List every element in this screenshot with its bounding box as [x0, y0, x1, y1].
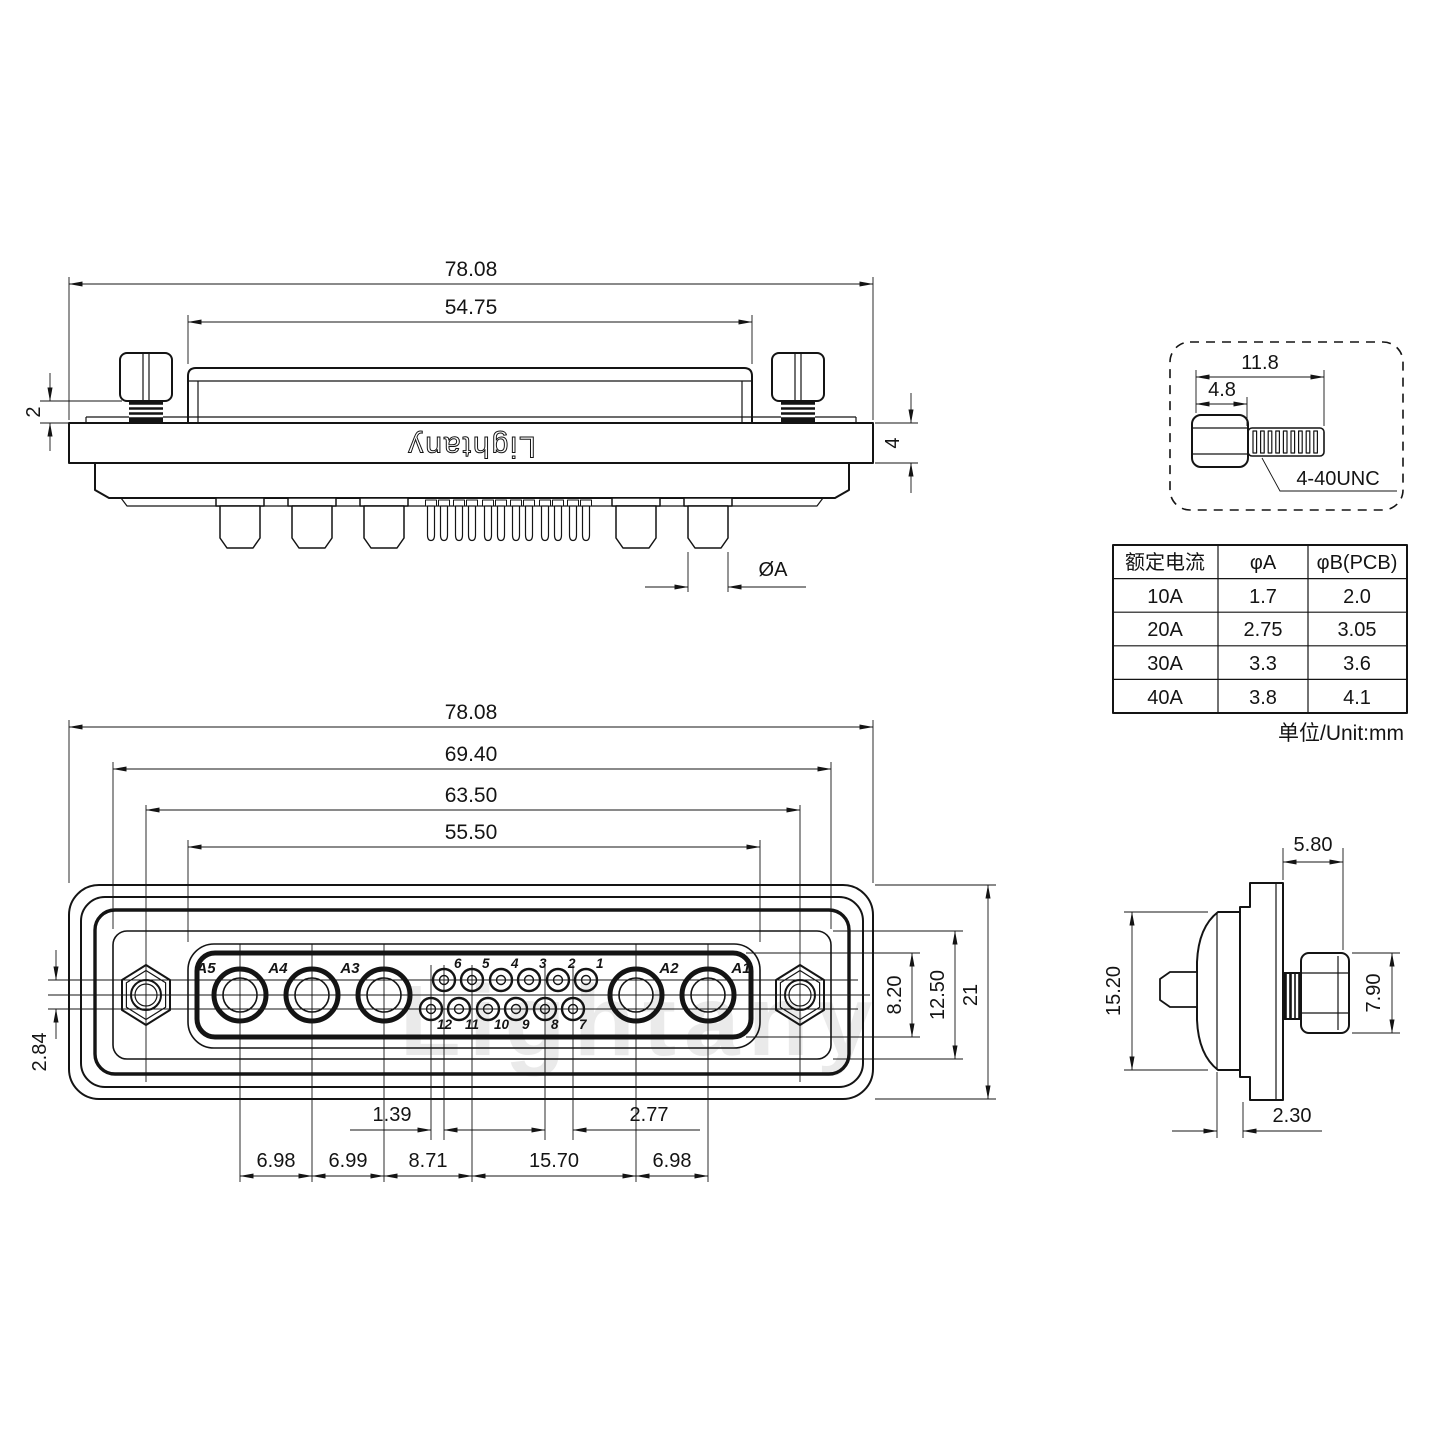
jackscrew-left	[118, 351, 174, 425]
top-profile-view: 78.08 54.75 Lightany	[23, 258, 918, 592]
pin-label: 3	[539, 956, 547, 971]
cell-current-2: 30A	[1147, 653, 1183, 675]
cell-dia-a-1: 2.75	[1244, 619, 1283, 641]
dim-front-face-height: 8.20	[884, 976, 906, 1015]
pin-label: 12	[437, 1017, 453, 1032]
cell-dia-b-0: 2.0	[1343, 586, 1371, 608]
cell-dia-b-2: 3.6	[1343, 653, 1371, 675]
dim-front-face-width: 55.50	[445, 821, 498, 844]
pin-label: 11	[465, 1017, 479, 1032]
dim-side-screw-head-height: 7.90	[1363, 974, 1385, 1013]
dim-front-p5-a2: 15.70	[529, 1150, 579, 1172]
contact-label: A1	[730, 960, 750, 977]
contact-label: A3	[339, 960, 360, 977]
dim-top-hood-width: 54.75	[445, 296, 498, 319]
dim-front-row-offset: 2.84	[29, 1033, 51, 1072]
table-row: 30A 3.3 3.6	[1147, 653, 1371, 675]
dim-side-mount-depth: 5.80	[1294, 834, 1333, 856]
pin-label: 9	[522, 1017, 530, 1032]
dim-front-hole-span: 63.50	[445, 784, 498, 807]
dim-top-overall-width: 78.08	[445, 258, 498, 281]
dim-front-a4-a3: 6.99	[329, 1150, 368, 1172]
cell-dia-b-1: 3.05	[1338, 619, 1377, 641]
pin-label: 1	[596, 956, 604, 971]
pin-label: 8	[551, 1017, 559, 1032]
dim-side-lip-depth: 2.30	[1273, 1105, 1312, 1127]
pin-label: 5	[482, 956, 490, 971]
dim-top-thread-exposed: 2	[23, 406, 45, 417]
dim-front-flange-height: 21	[960, 984, 982, 1006]
cell-current-0: 10A	[1147, 586, 1183, 608]
thread-spec-label: 4-40UNC	[1296, 468, 1379, 490]
front-face-view: Lightany A5 A4 A3	[29, 701, 996, 1182]
dim-front-panel-width: 69.40	[445, 743, 498, 766]
unit-note: 单位/Unit:mm	[1278, 722, 1404, 745]
dim-screw-head-length: 4.8	[1208, 379, 1236, 401]
table-header-dia-a: φA	[1250, 552, 1277, 574]
dim-front-a5-a4: 6.98	[257, 1150, 296, 1172]
dim-front-a3-p5: 8.71	[409, 1150, 448, 1172]
pin-label: 4	[510, 956, 519, 971]
cell-dia-b-3: 4.1	[1343, 687, 1371, 709]
table-row: 40A 3.8 4.1	[1147, 687, 1371, 709]
table-header-dia-b: φB(PCB)	[1317, 552, 1398, 574]
cell-current-1: 20A	[1147, 619, 1183, 641]
contact-label: A4	[267, 960, 288, 977]
table-row: 10A 1.7 2.0	[1147, 586, 1371, 608]
cell-dia-a-0: 1.7	[1249, 586, 1277, 608]
screw-detail-view: 11.8 4.8 4-40UNC	[1169, 341, 1404, 511]
dim-front-row-stagger: 1.39	[373, 1104, 412, 1126]
pin-label: 2	[567, 956, 576, 971]
dim-screw-total-length: 11.8	[1241, 352, 1278, 374]
dim-front-pin-pitch: 2.77	[630, 1104, 669, 1126]
jackscrew-right	[770, 351, 826, 425]
cell-dia-a-2: 3.3	[1249, 653, 1277, 675]
side-view: 5.80 15.20 7.90 2.30	[1103, 834, 1400, 1138]
contact-label: A5	[195, 960, 216, 977]
table-header-current: 额定电流	[1125, 551, 1205, 574]
cell-dia-a-3: 3.8	[1249, 687, 1277, 709]
dim-top-pin-diameter: ØA	[759, 559, 789, 581]
dim-top-flange-thickness: 4	[882, 437, 904, 448]
dim-front-pocket-height: 12.50	[927, 970, 949, 1020]
table-row: 20A 2.75 3.05	[1147, 619, 1376, 641]
brand-logo-engraving: Lightany	[406, 430, 535, 463]
pin-label: 7	[579, 1017, 588, 1032]
pin-label: 10	[494, 1017, 510, 1032]
dim-front-a2-a1: 6.98	[653, 1150, 692, 1172]
rated-current-table: 额定电流 φA φB(PCB) 10A 1.7 2.0 20A 2.75 3.0…	[1112, 544, 1408, 745]
pin-label: 6	[454, 956, 462, 971]
dim-side-shell-height: 15.20	[1103, 966, 1125, 1016]
contact-label: A2	[658, 960, 679, 977]
cell-current-3: 40A	[1147, 687, 1183, 709]
dim-front-overall-width: 78.08	[445, 701, 498, 724]
